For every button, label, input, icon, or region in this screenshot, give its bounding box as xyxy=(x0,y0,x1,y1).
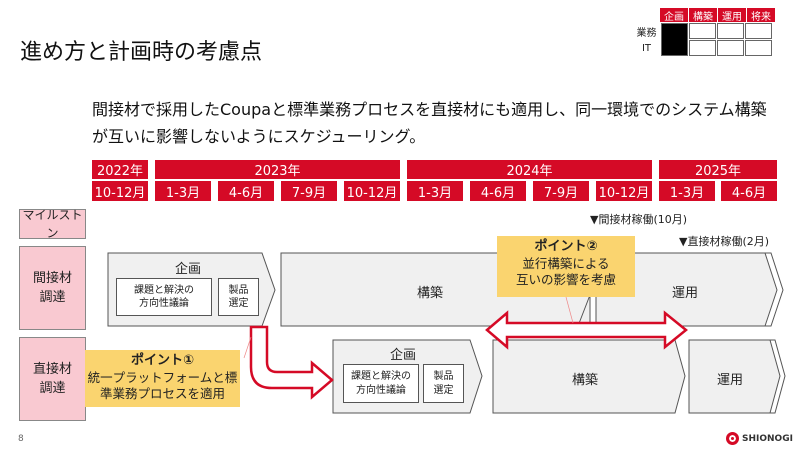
direct-build-label: 構築 xyxy=(571,373,598,388)
legend-phase: 将来 xyxy=(747,8,775,23)
logo-text: SHIONOGI xyxy=(742,433,793,444)
quarter-cell: 10-12月 xyxy=(344,181,400,201)
quarter-cell: 1-3月 xyxy=(155,181,211,201)
milestone-direct-golive: ▼直接材稼働(2月) xyxy=(679,235,770,248)
quarter-cell: 4-6月 xyxy=(218,181,274,201)
point1-title: ポイント① xyxy=(130,353,194,368)
quarter-cell: 4-6月 xyxy=(721,181,777,201)
legend-phase: 運用 xyxy=(718,8,746,23)
parallel-double-arrow xyxy=(485,310,688,350)
subtitle-line: 間接材で採用したCoupaと標準業務プロセスを直接材にも適用し、同一環境でのシス… xyxy=(92,100,767,119)
point2-body: 並行構築による 互いの影響を考慮 xyxy=(515,255,616,288)
year-2025: 2025年 xyxy=(659,160,777,179)
indirect-build-label: 構築 xyxy=(416,286,443,301)
year-2024: 2024年 xyxy=(407,160,652,179)
point2-title: ポイント② xyxy=(534,239,598,254)
indirect-run-label: 運用 xyxy=(671,286,698,301)
shionogi-logo: SHIONOGI xyxy=(726,432,793,445)
direct-run-label: 運用 xyxy=(716,373,743,388)
year-2022: 2022年 xyxy=(92,160,148,179)
point1-callout: ポイント① 統一プラットフォームと標 準業務プロセスを適用 xyxy=(85,350,240,407)
quarter-cell: 10-12月 xyxy=(92,181,148,201)
point2-callout: ポイント② 並行構築による 互いの影響を考慮 xyxy=(497,236,635,297)
legend-phase: 構築 xyxy=(689,8,717,23)
indirect-select-box: 製品 選定 xyxy=(218,278,259,316)
indirect-plan-label: 企画 xyxy=(174,262,201,277)
milestone-indirect-golive: ▼間接材稼働(10月) xyxy=(590,213,688,226)
quarter-cell: 10-12月 xyxy=(596,181,652,201)
direct-task-box: 課題と解決の 方向性議論 xyxy=(343,364,419,403)
quarter-cell: 7-9月 xyxy=(281,181,337,201)
row-label-indirect: 間接材 調達 xyxy=(19,246,86,330)
indirect-run-chevron xyxy=(595,252,778,327)
legend-row: 業務 xyxy=(636,27,657,39)
direct-build-chevron xyxy=(492,339,686,414)
logo-mark-icon xyxy=(726,432,739,445)
quarter-cell: 1-3月 xyxy=(407,181,463,201)
direct-run-chevron xyxy=(688,339,781,414)
subtitle-line: が互いに影響しないようにスケジューリング。 xyxy=(92,127,426,146)
legend-phase: 企画 xyxy=(660,8,688,23)
direct-select-box: 製品 選定 xyxy=(423,364,464,403)
row-label-direct: 直接材 調達 xyxy=(19,337,86,421)
quarter-cell: 1-3月 xyxy=(659,181,715,201)
page-title: 進め方と計画時の考慮点 xyxy=(20,40,263,65)
legend-row: IT xyxy=(641,42,652,54)
transfer-arrow xyxy=(249,325,334,400)
year-2023: 2023年 xyxy=(155,160,400,179)
page-number: 8 xyxy=(18,434,24,444)
row-label-milestone: マイルストン xyxy=(19,208,86,240)
indirect-task-box: 課題と解決の 方向性議論 xyxy=(116,278,212,316)
phase-legend: 企画 構築 運用 将来 業務 IT xyxy=(632,8,775,57)
quarter-cell: 4-6月 xyxy=(470,181,526,201)
direct-plan-label: 企画 xyxy=(389,348,416,363)
point1-body: 統一プラットフォームと標 準業務プロセスを適用 xyxy=(87,369,238,402)
quarter-cell: 7-9月 xyxy=(533,181,589,201)
